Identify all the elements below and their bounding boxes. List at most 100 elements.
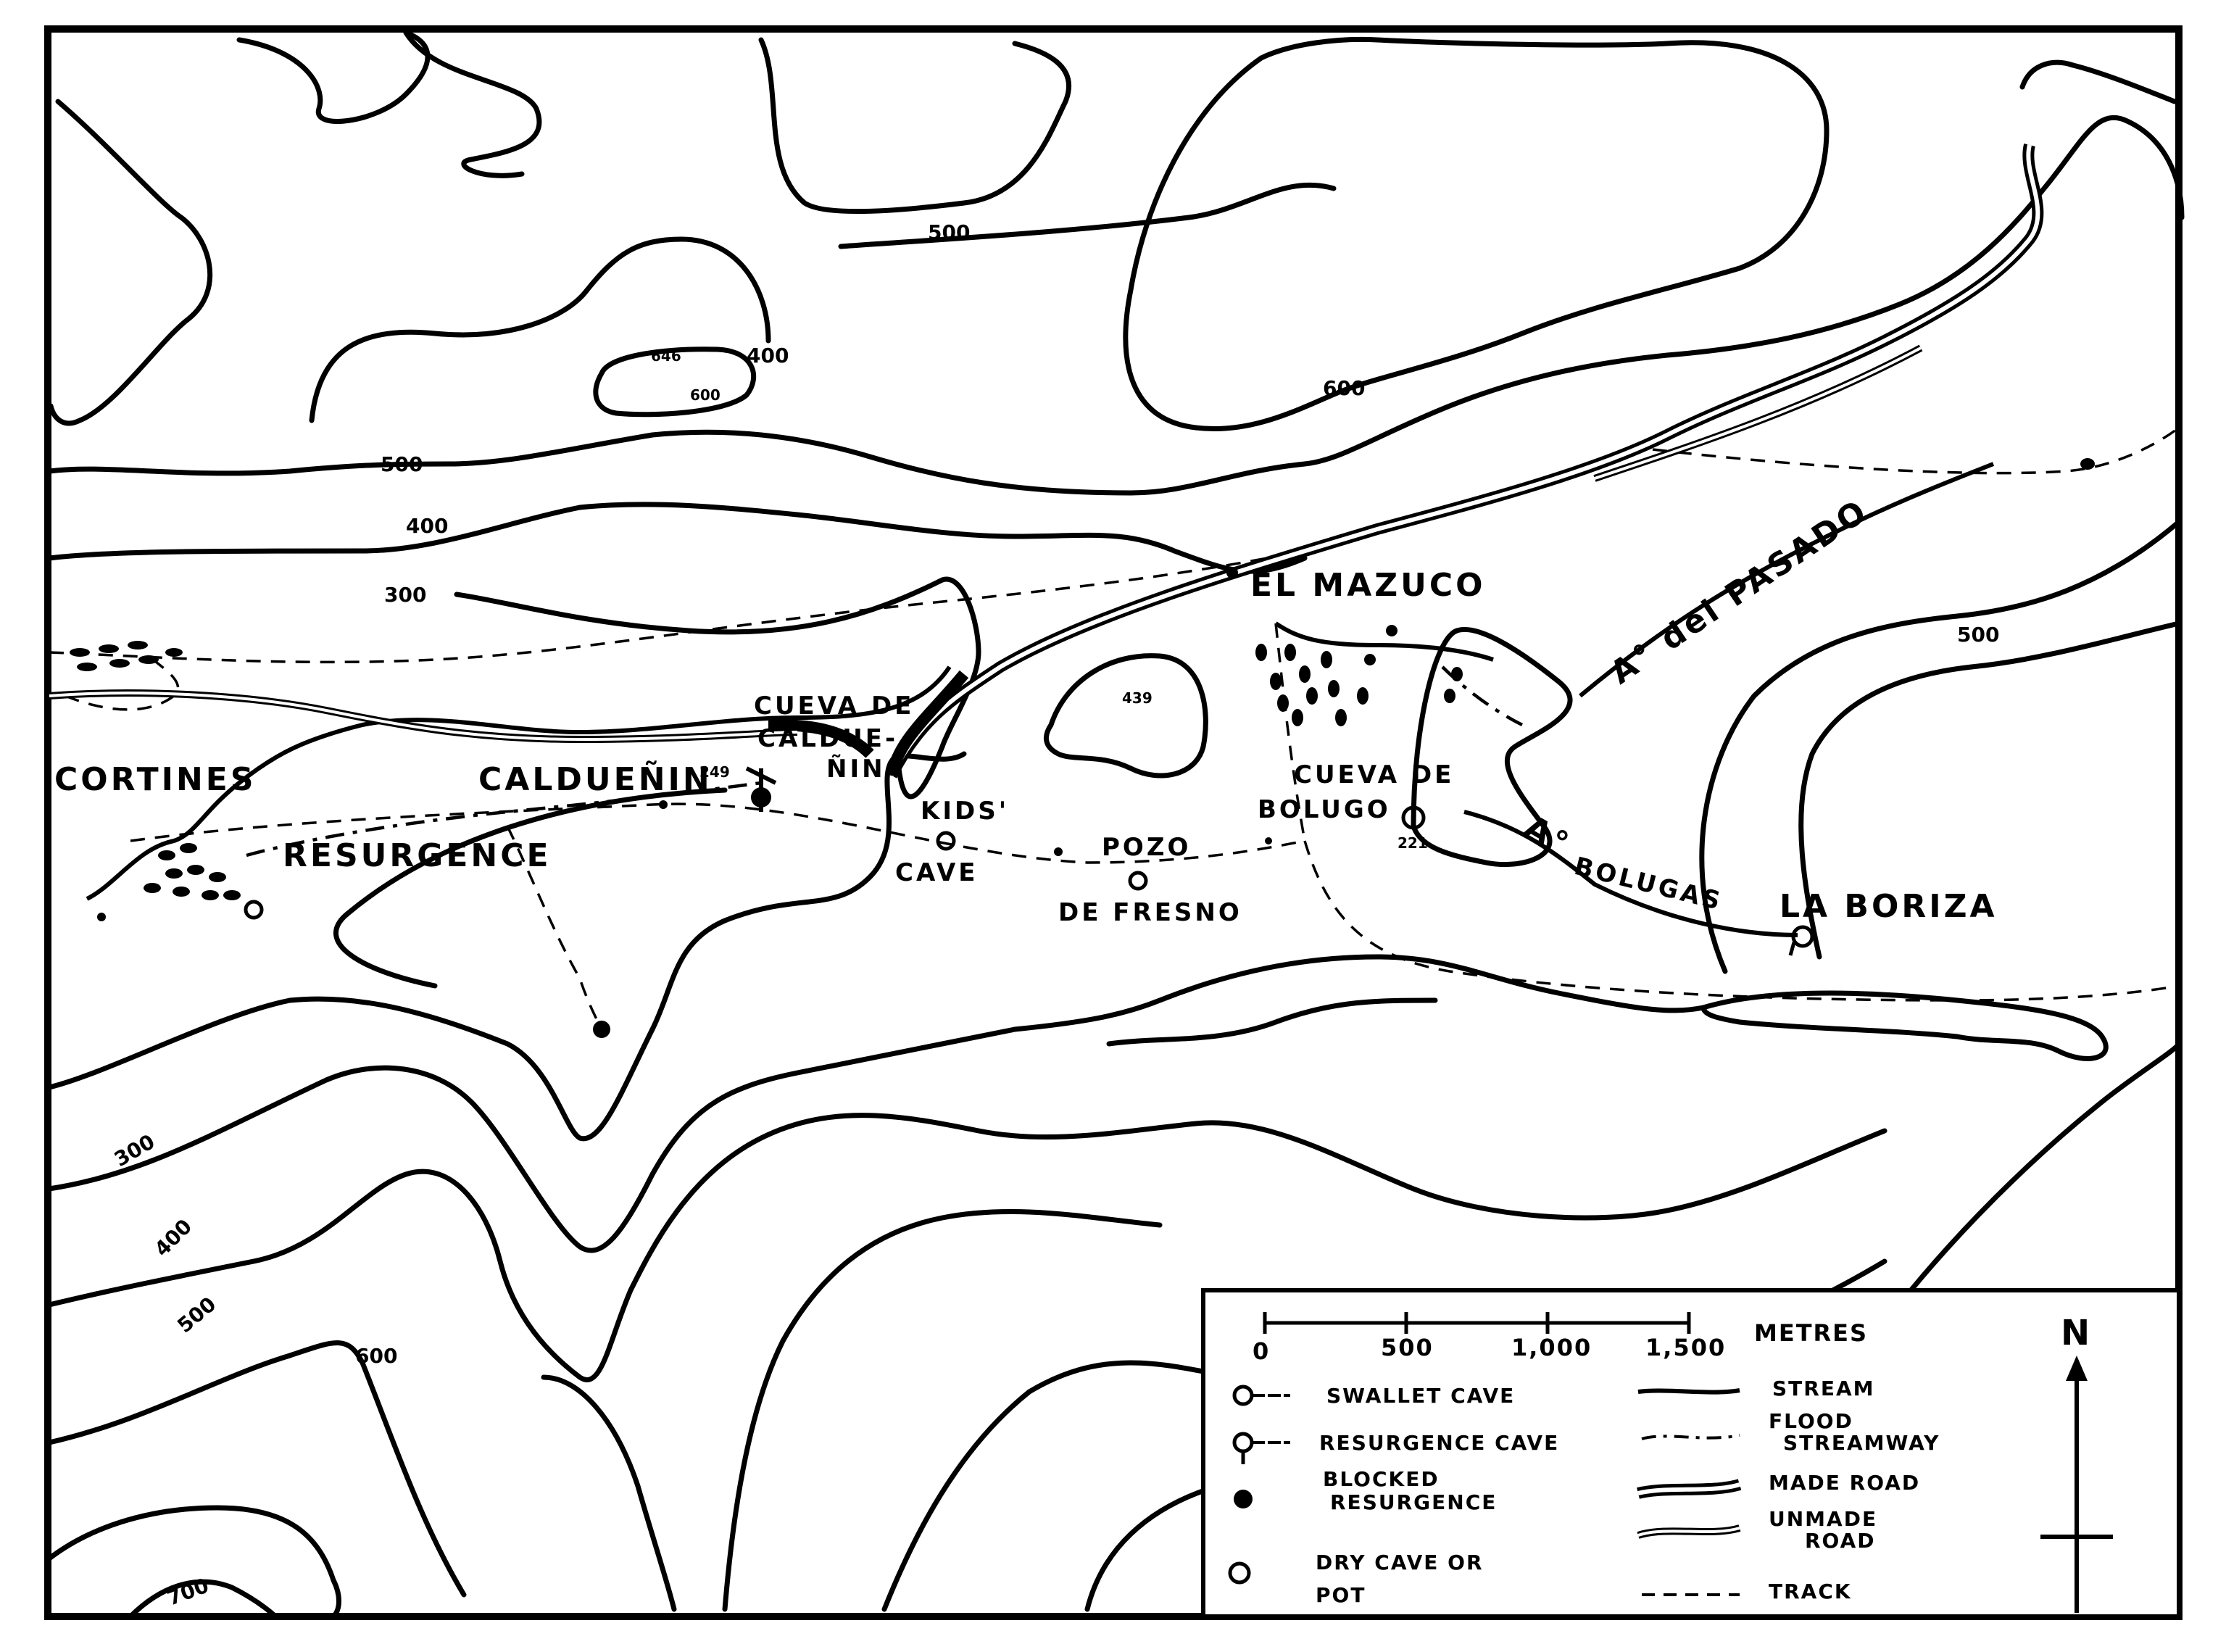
contour-east-hill <box>1411 627 1573 868</box>
contour-north-1 <box>236 30 431 124</box>
contour-south-inner <box>128 1579 278 1619</box>
legend-track-label: TRACK <box>1769 1580 1852 1603</box>
cave-calduenin-label-3: ÑIN <box>826 754 886 784</box>
track-mazuco-spur <box>1274 623 1306 842</box>
pozo-de-fresno-icon <box>1128 871 1148 891</box>
contour-label: 700 <box>164 1574 212 1611</box>
contour-label: 400 <box>406 514 448 538</box>
legend-flood-label-2: STREAMWAY <box>1783 1431 1940 1455</box>
contour-700-south <box>46 1505 341 1619</box>
cave-calduenin-label-2: CALDUE- <box>757 724 898 753</box>
contour-label: 300 <box>384 583 426 607</box>
contour-400-south <box>46 954 1706 1253</box>
contour-600-ridge <box>333 787 728 989</box>
waterways-roads <box>49 144 2044 937</box>
legend-blocked-label-1: BLOCKED <box>1323 1467 1440 1491</box>
la-boriza-resurgence-icon <box>1791 925 1814 948</box>
spot-height: 249 <box>699 763 730 781</box>
legend-stream-label: STREAM <box>1772 1377 1875 1400</box>
contour-label: 600 <box>355 1344 397 1368</box>
place-labels: CORTINES CALDUEÑIN EL MAZUCO LA BORIZA <box>54 567 1998 925</box>
contour-label: 500 <box>381 452 423 476</box>
road-made-inner <box>889 144 2040 777</box>
spot-height: 439 <box>1122 689 1153 707</box>
legend: 0 500 1,000 1,500 METRES N SWALLET CAVE … <box>1201 1288 2181 1619</box>
spot-height: 600 <box>690 386 720 404</box>
resurgence-cave-icon <box>244 900 264 920</box>
contour-label: 500 <box>928 220 970 244</box>
place-cortines: CORTINES <box>54 761 257 798</box>
road-unmade-2-outer <box>1593 344 1923 482</box>
legend-box <box>1201 1288 2181 1619</box>
road-made-west-outer <box>768 670 969 777</box>
track-west-loop <box>65 651 180 711</box>
legend-dry-cave-label-1: DRY CAVE OR <box>1316 1551 1484 1574</box>
flood-streamway <box>246 781 762 858</box>
road-made-outer <box>886 144 2044 779</box>
legend-made-road-label: MADE ROAD <box>1769 1471 1920 1495</box>
map-frame <box>44 25 2183 1620</box>
bolugo-cave-icon <box>1401 805 1426 830</box>
legend-unmade-road-label-1: UNMADE <box>1769 1507 1877 1531</box>
cave-symbols <box>97 766 1814 1038</box>
scale-tick-label: 1,000 <box>1511 1334 1592 1361</box>
cave-labels: CUEVA DE CALDUE- ÑIN RESURGENCE KIDS' CA… <box>283 692 1454 927</box>
scale-tick-label: 1,500 <box>1645 1334 1726 1361</box>
dot-marker-icon <box>1054 847 1063 856</box>
contour-north-6 <box>309 236 771 423</box>
cave-calduenin-label-1: CUEVA DE <box>754 692 914 721</box>
contour-south-mid <box>1106 997 1438 1047</box>
swallet-cave-icon <box>745 766 777 812</box>
place-el-mazuco: EL MAZUCO <box>1250 567 1486 604</box>
stream-mazuco <box>1274 621 1494 662</box>
track-valley <box>130 802 1305 864</box>
stream-main <box>86 665 952 901</box>
contour-label: 600 <box>1323 376 1365 400</box>
spot-height: 221 <box>1398 834 1428 852</box>
contour-600-north <box>1123 36 1830 431</box>
contour-east-inner <box>1798 620 2182 960</box>
contour-500-north <box>46 115 2185 496</box>
track-resurgence <box>506 826 603 1030</box>
legend-stream-line <box>1637 1388 1740 1395</box>
contour-label: 500 <box>173 1292 220 1338</box>
place-la-boriza: LA BORIZA <box>1779 888 1998 925</box>
legend-dry-cave-icon <box>1228 1561 1251 1585</box>
contour-south-east-3 <box>1896 1041 2182 1308</box>
cave-pozo-label-2: DE FRESNO <box>1058 898 1242 927</box>
dot-marker-icon <box>659 800 668 809</box>
contour-600-south <box>46 1340 677 1612</box>
stream-pasado <box>1579 462 1995 698</box>
scale-tick-label: 0 <box>1253 1337 1270 1365</box>
spot-height: 646 <box>651 347 681 365</box>
scale-tick-label: 500 <box>1381 1334 1434 1361</box>
legend-dry-cave-label-2: POT <box>1316 1583 1366 1607</box>
legend-flood-line <box>1641 1434 1740 1440</box>
settlement-dots <box>70 458 2095 900</box>
north-label: N <box>2061 1313 2090 1353</box>
legend-blocked-label-2: RESURGENCE <box>1330 1490 1497 1514</box>
contour-north-2 <box>403 30 542 178</box>
tracks <box>49 426 2180 1030</box>
contour-400-north <box>46 502 1308 574</box>
cave-pozo-label-1: POZO <box>1102 833 1191 862</box>
contour-label: 400 <box>150 1214 197 1261</box>
cave-bolugo-label-1: CUEVA DE <box>1294 760 1454 789</box>
road-unmade-2-inner <box>1594 346 1922 480</box>
contour-500-south <box>46 1113 1887 1382</box>
cave-kids-label-1: KIDS' <box>921 797 1009 826</box>
contour-label: 500 <box>1957 623 1999 647</box>
legend-swallet-label: SWALLET CAVE <box>1326 1384 1515 1408</box>
stream-bolugas <box>1463 810 1798 937</box>
cave-bolugo-label-2: BOLUGO <box>1258 795 1391 824</box>
contour-north-3 <box>48 99 213 426</box>
legend-blocked-icon <box>1234 1490 1253 1508</box>
contour-east-loop <box>1700 990 2109 1061</box>
contour-summit-646 <box>593 346 756 418</box>
place-calduenin: CALDUEÑIN <box>478 760 713 798</box>
contour-north-4 <box>758 37 1072 215</box>
contour-500-east <box>1699 519 2182 974</box>
dot-marker-icon <box>97 913 106 921</box>
contour-north-5 <box>838 182 1337 249</box>
